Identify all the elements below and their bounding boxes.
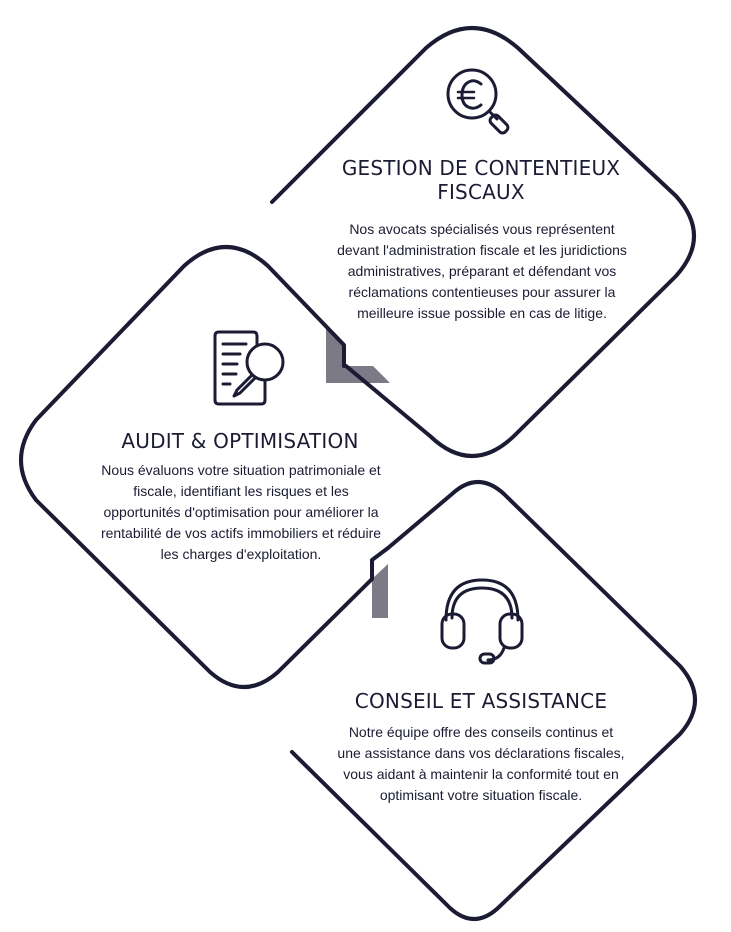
document-magnifier-icon [213,330,285,406]
headset-icon [440,578,524,665]
card-conseil-title: CONSEIL ET ASSISTANCE [354,689,608,713]
card-audit-title: AUDIT & OPTIMISATION [121,429,359,453]
card-audit-description: Nous évaluons votre situation patrimonia… [100,462,382,562]
card-contentieux-outline [270,26,696,458]
card-contentieux-title: GESTION DE CONTENTIEUX FISCAUX [341,156,621,204]
euro-magnifier-icon [446,68,510,135]
connector-shadow-bottom [322,564,388,618]
card-audit-outline [19,245,390,689]
card-conseil-description: Notre équipe offre des conseils continus… [337,724,625,803]
card-conseil-outline [290,480,697,921]
connector-shadow-top [326,325,390,383]
card-contentieux-description: Nos avocats spécialisés vous représenten… [337,221,627,321]
